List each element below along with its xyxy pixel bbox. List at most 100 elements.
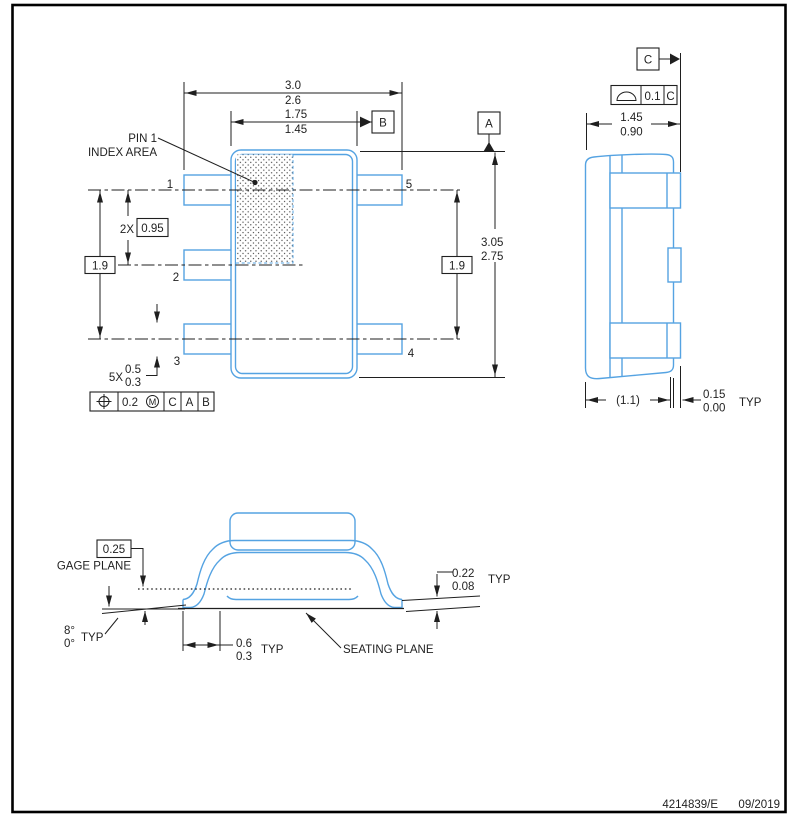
dim-overall-width-max: 3.0 xyxy=(285,80,301,92)
mmc-modifier-letter: M xyxy=(149,397,157,407)
front-view: 0.25 GAGE PLANE 0.22 0.08 TYP 8° 0° TYP xyxy=(57,512,511,663)
dim-span-left-value: 1.9 xyxy=(92,261,108,273)
front-lead-feet xyxy=(182,599,403,609)
position-datum-2: A xyxy=(186,397,194,409)
position-tolerance-value: 0.2 xyxy=(122,397,138,409)
dim-foot-angle-min: 0° xyxy=(64,638,75,650)
gage-plane-callout: 0.25 GAGE PLANE xyxy=(57,539,146,587)
dim-lead-thickness-max: 0.22 xyxy=(452,568,474,580)
dim-height-max: 1.45 xyxy=(620,112,642,124)
dim-lead-width: 5X 0.5 0.3 xyxy=(109,304,160,389)
pin1-callout-line2: INDEX AREA xyxy=(88,147,157,159)
position-datum-3: B xyxy=(202,397,210,409)
dim-overall-width-min: 2.6 xyxy=(285,95,301,107)
dim-lead-count: 5X xyxy=(109,372,123,384)
pin1-leader-dot xyxy=(252,179,258,186)
dim-lead-width-max: 0.5 xyxy=(125,364,141,376)
dim-pitch-box xyxy=(136,217,169,238)
pin1-index-boundary xyxy=(236,154,294,264)
profile-tolerance-frame: 0.1 C xyxy=(610,84,678,106)
profile-datum: C xyxy=(666,91,674,103)
dim-foot-length: 0.6 0.3 TYP xyxy=(182,611,284,663)
dim-overall-length: 3.05 2.75 xyxy=(359,151,505,378)
seating-plane-callout: SEATING PLANE xyxy=(305,612,434,656)
page-border xyxy=(11,3,787,814)
dim-lead-thickness: 0.22 0.08 TYP xyxy=(401,568,511,629)
dim-pitch-value: 0.95 xyxy=(141,223,163,235)
pin-number-4: 4 xyxy=(408,348,415,360)
lead-centerlines xyxy=(88,189,460,340)
dim-pitch: 2X 0.95 xyxy=(120,190,169,265)
dim-length-max: 3.05 xyxy=(481,237,503,249)
pin1-callout-line1: PIN 1 xyxy=(128,133,157,145)
datum-a-triangle-icon xyxy=(483,142,495,152)
pin1-index-area xyxy=(236,154,293,263)
dim-body-width-max: 1.75 xyxy=(285,109,307,121)
dim-lead-width-min: 0.3 xyxy=(125,377,141,389)
dim-body-width: 1.75 1.45 B xyxy=(230,109,395,146)
document-number: 4214839/E xyxy=(662,799,718,811)
pin-number-2: 2 xyxy=(173,272,179,284)
dim-standoff-max: 0.15 xyxy=(703,389,725,401)
dim-body-thickness: (1.1) xyxy=(585,377,671,408)
front-lead-outer xyxy=(182,539,403,601)
datum-b-flag xyxy=(371,110,395,134)
pin1-callout: PIN 1 INDEX AREA xyxy=(88,133,258,186)
side-lead-middle xyxy=(667,247,682,283)
datum-c-triangle-icon xyxy=(670,53,680,65)
dim-span-left: 1.9 xyxy=(84,190,116,339)
position-symbol-icon xyxy=(96,394,112,409)
datum-b-label: B xyxy=(379,118,387,130)
datum-a-label: A xyxy=(485,119,493,131)
dim-foot-angle-max: 8° xyxy=(64,625,75,637)
gage-plane-label: GAGE PLANE xyxy=(57,561,131,573)
pin-number-3: 3 xyxy=(174,356,180,368)
dim-foot-length-typ: TYP xyxy=(261,644,284,656)
dim-foot-angle: 8° 0° TYP xyxy=(64,586,187,650)
front-body-cap xyxy=(229,512,356,551)
dim-body-width-min: 1.45 xyxy=(285,124,307,136)
dim-foot-length-min: 0.3 xyxy=(236,651,252,663)
pin-number-1: 1 xyxy=(167,179,173,191)
side-view: C 0.1 C 1.45 0.90 (1.1) xyxy=(584,47,762,415)
profile-tolerance-value: 0.1 xyxy=(645,91,661,103)
dim-span-right-box xyxy=(441,255,473,275)
dim-lead-thickness-typ: TYP xyxy=(488,574,511,586)
position-tolerance-frame: 0.2 M C A B xyxy=(89,391,215,412)
dim-standoff-min: 0.00 xyxy=(703,403,725,415)
datum-a: A xyxy=(477,111,501,152)
position-datum-1: C xyxy=(168,397,176,409)
dim-body-thickness-ref: (1.1) xyxy=(616,395,640,407)
dim-standoff-typ: TYP xyxy=(739,397,762,409)
dim-span-left-box xyxy=(84,255,116,275)
gage-offset-value: 0.25 xyxy=(103,544,125,556)
dim-standoff: 0.15 0.00 TYP xyxy=(673,366,762,415)
mmc-modifier-icon xyxy=(146,395,159,408)
dim-foot-length-max: 0.6 xyxy=(236,638,252,650)
dim-span-right: 1.9 xyxy=(441,190,473,339)
title-block: 4214839/E 09/2019 xyxy=(662,799,780,811)
dim-lead-thickness-min: 0.08 xyxy=(452,581,474,593)
package-body-inner xyxy=(234,153,354,375)
profile-surface-icon xyxy=(616,91,637,101)
dim-pitch-count: 2X xyxy=(120,224,134,236)
dim-span-right-value: 1.9 xyxy=(449,261,465,273)
side-lead-top xyxy=(609,172,682,209)
pin-numbers: 1 2 3 4 5 xyxy=(167,179,415,368)
top-view: 3.0 2.6 1.75 1.45 B A 3.05 2.75 xyxy=(84,80,505,412)
dim-foot-angle-typ: TYP xyxy=(81,632,104,644)
pin-number-5: 5 xyxy=(406,179,412,191)
revision-date: 09/2019 xyxy=(738,799,780,811)
dim-overall-width: 3.0 2.6 xyxy=(183,80,403,170)
dim-length-min: 2.75 xyxy=(481,251,503,263)
seating-plane-label: SEATING PLANE xyxy=(343,644,434,656)
dim-height: 1.45 0.90 xyxy=(586,112,680,150)
front-lead-inner xyxy=(190,551,395,609)
datum-c: C xyxy=(636,47,681,172)
side-lead-bottom xyxy=(609,322,682,359)
front-body-bottom xyxy=(226,595,359,601)
datum-c-label: C xyxy=(644,55,652,67)
datum-b-triangle-icon xyxy=(360,116,372,128)
